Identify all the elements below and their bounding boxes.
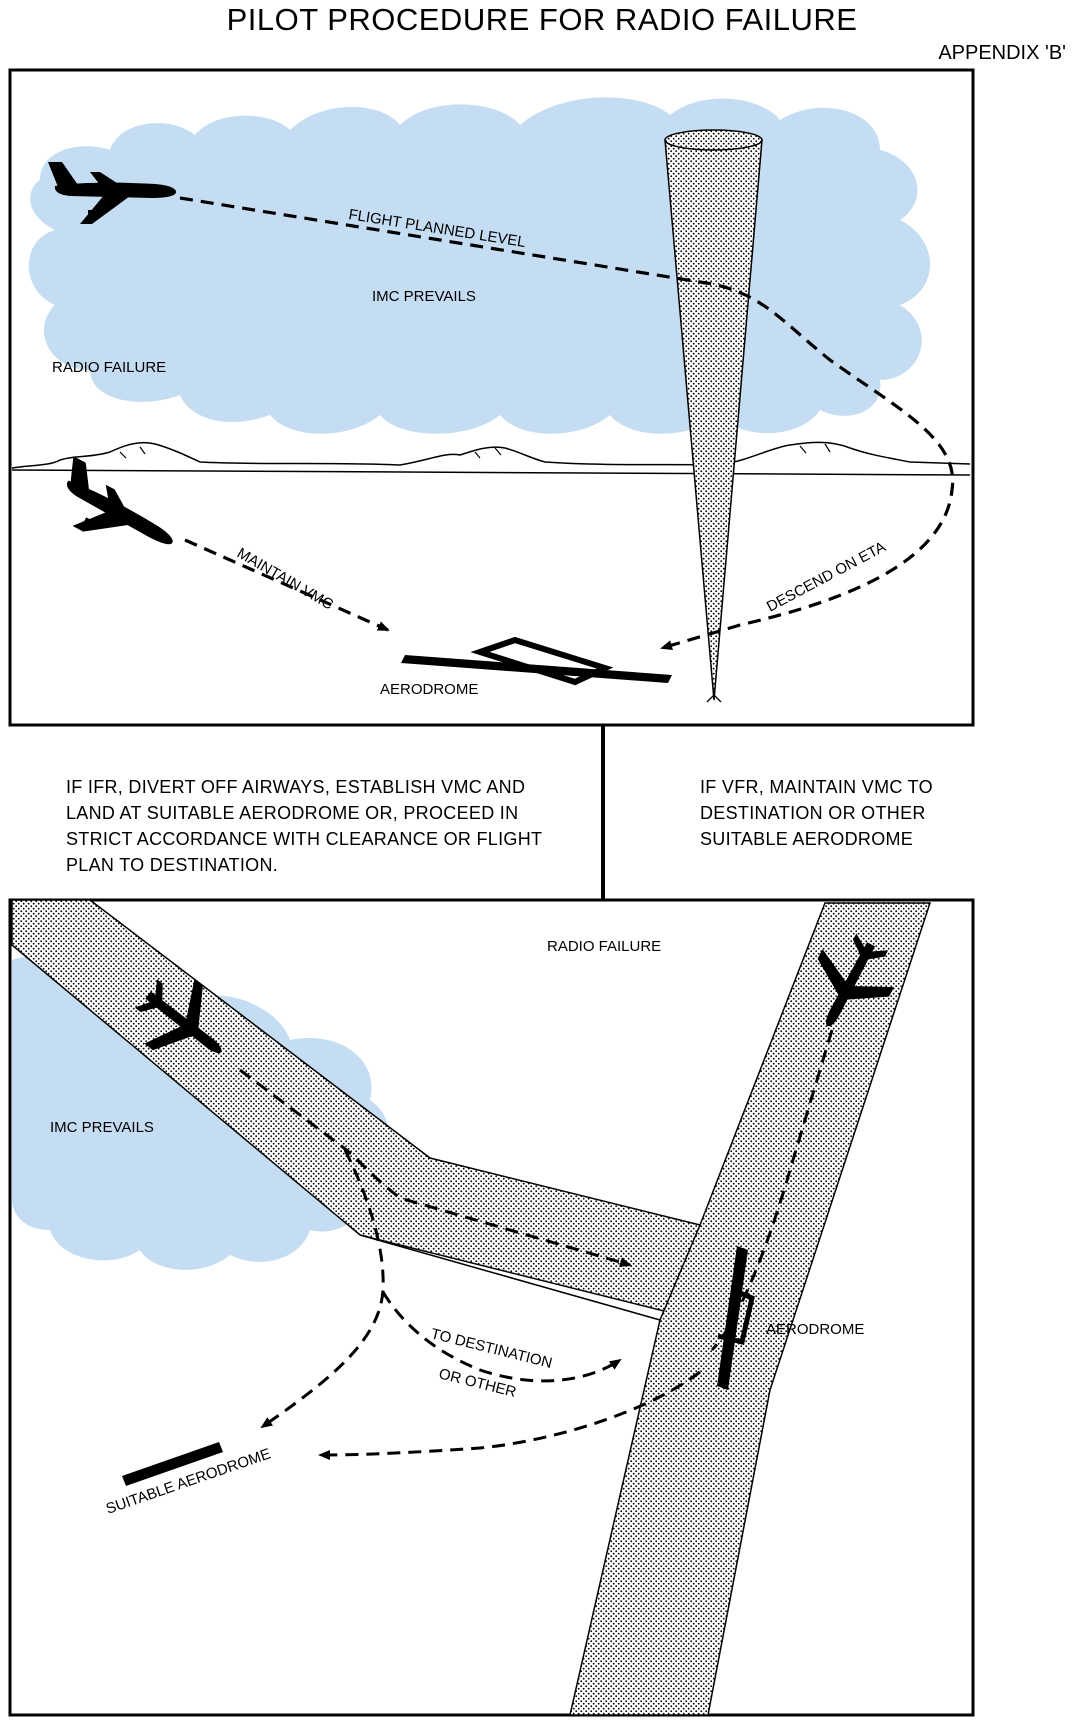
label-imc-prevails: IMC PREVAILS — [372, 288, 476, 305]
label-imc-prevails-lower: IMC PREVAILS — [50, 1119, 154, 1136]
bottom-panel: RADIO FAILURE IMC PREVAILS TO DESTINATIO… — [8, 898, 975, 1717]
imc-cloud-lower — [12, 956, 389, 1270]
horizon-line — [11, 469, 971, 476]
mountains — [11, 441, 971, 469]
suitable-aerodrome-runway — [122, 1442, 223, 1486]
maintain-vmc-path — [184, 538, 390, 632]
label-aerodrome: AERODROME — [380, 681, 478, 698]
label-radio-failure-lower: RADIO FAILURE — [547, 938, 661, 955]
vfr-instructions: IF VFR, MAINTAIN VMC TO DESTINATION OR O… — [700, 777, 933, 849]
track-divert — [260, 1149, 385, 1429]
imc-cloud — [28, 97, 930, 434]
appendix-label: APPENDIX 'B' — [938, 42, 1066, 64]
page-title: PILOT PROCEDURE FOR RADIO FAILURE — [226, 2, 858, 37]
track-other — [381, 1291, 622, 1383]
label-radio-failure: RADIO FAILURE — [52, 359, 166, 376]
label-aerodrome-lower: AERODROME — [766, 1321, 864, 1338]
ifr-instructions: IF IFR, DIVERT OFF AIRWAYS, ESTABLISH VM… — [66, 777, 542, 875]
aerodrome-runway — [401, 636, 672, 686]
track-return — [318, 1370, 701, 1460]
track-to-destination — [239, 1068, 632, 1268]
aerodrome-runway-lower — [717, 1246, 755, 1390]
top-panel: IMC PREVAILS RADIO FAILURE FLIGHT PLANNE… — [8, 68, 975, 727]
